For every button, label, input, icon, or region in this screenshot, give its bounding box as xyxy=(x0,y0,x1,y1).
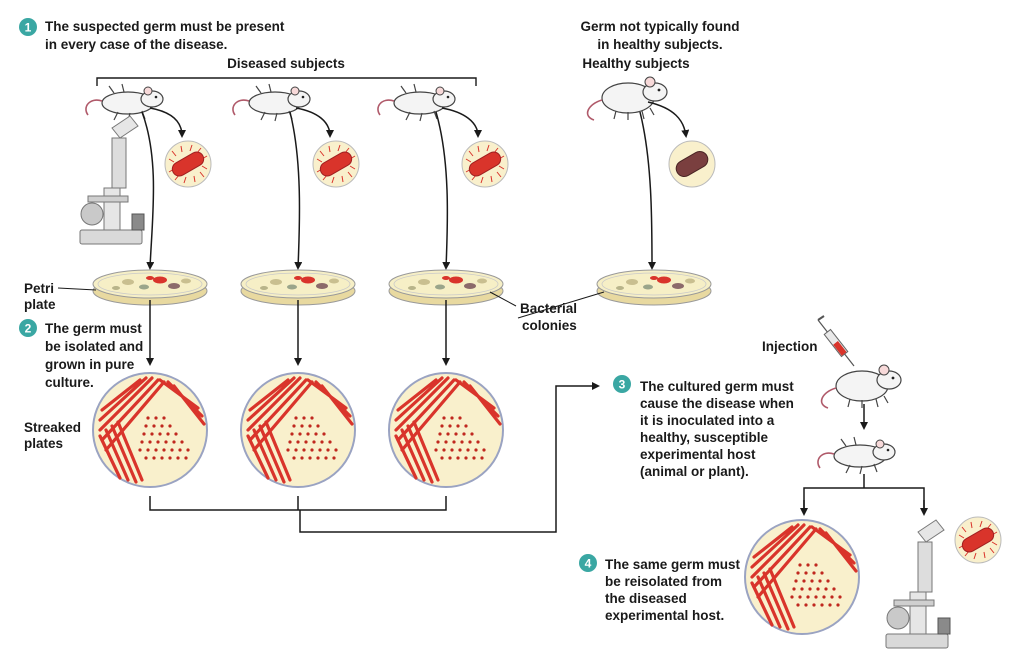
step-4-line-3: the diseased xyxy=(605,591,687,606)
healthy-subjects-label: Healthy subjects xyxy=(582,56,689,71)
step-4-line-1: The same germ must xyxy=(605,557,741,572)
germ-not-found-line-1: Germ not typically found xyxy=(580,19,739,34)
injection-label: Injection xyxy=(762,339,818,354)
step-3-line-5: experimental host xyxy=(640,447,756,462)
step-1: 1 The suspected germ must be present in … xyxy=(19,18,285,52)
step-2-number: 2 xyxy=(25,322,32,336)
microscope-2-icon xyxy=(885,519,951,649)
step-3-line-6: (animal or plant). xyxy=(640,464,749,479)
step-3-line-2: cause the disease when xyxy=(640,396,794,411)
arrows-to-petri xyxy=(141,111,656,270)
germ-inset-healthy-icon xyxy=(668,140,716,188)
germ-inset-1-icon xyxy=(164,140,212,188)
step-4-number: 4 xyxy=(585,557,592,571)
step-3-line-3: it is inoculated into a xyxy=(640,413,775,428)
step-1-number: 1 xyxy=(25,21,32,35)
germ-not-found-line-2: in healthy subjects. xyxy=(597,37,722,52)
petri-plate-2-icon xyxy=(240,269,356,306)
step-3-badge xyxy=(613,375,631,393)
step-1-badge xyxy=(19,18,37,36)
petri-plate-3-icon xyxy=(388,269,504,306)
germ-inset-4-icon xyxy=(954,516,1002,564)
microscope-icon xyxy=(79,115,145,245)
petri-plate-1-icon xyxy=(92,269,208,306)
petri-plate-healthy-icon xyxy=(596,269,712,306)
injected-mouse-icon xyxy=(820,364,902,409)
step-4-line-4: experimental host. xyxy=(605,608,724,623)
step-1-line-1: The suspected germ must be present xyxy=(45,19,285,34)
streaked-label-line-1: Streaked xyxy=(24,420,81,435)
arrows-to-streaked xyxy=(146,300,450,366)
step-2-line-1: The germ must xyxy=(45,321,142,336)
flow-connector xyxy=(149,382,600,533)
streaked-plate-3-icon xyxy=(387,371,505,489)
step-2-line-3: grown in pure xyxy=(45,357,135,372)
petri-label-line-1: Petri xyxy=(24,281,54,296)
step-2-line-2: be isolated and xyxy=(45,339,143,354)
diseased-subjects-label: Diseased subjects xyxy=(227,56,345,71)
step-3: 3 The cultured germ must cause the disea… xyxy=(613,375,794,479)
streaked-label-line-2: plates xyxy=(24,436,63,451)
germ-inset-3-icon xyxy=(461,140,509,188)
petri-label-line-2: plate xyxy=(24,297,56,312)
germ-inset-2-icon xyxy=(312,140,360,188)
diseased-mouse-2-icon xyxy=(232,83,311,122)
step-3-line-4: healthy, susceptible xyxy=(640,430,769,445)
bacterial-label-line-2: colonies xyxy=(522,318,577,333)
split-arrows xyxy=(800,474,928,516)
step-2-badge xyxy=(19,319,37,337)
step-1-line-2: in every case of the disease. xyxy=(45,37,227,52)
colonies-leader-lines xyxy=(489,291,605,319)
arrows-to-insets xyxy=(149,101,690,138)
streaked-plate-2-icon xyxy=(239,371,357,489)
step-2-line-4: culture. xyxy=(45,375,94,390)
diseased-mouse-3-icon xyxy=(377,83,456,122)
diseased-subjects-bracket xyxy=(96,77,477,86)
diseased-mouse-1-icon xyxy=(85,83,164,122)
healthy-mouse-icon xyxy=(586,76,668,121)
reisolated-streaked-plate-icon xyxy=(743,518,861,636)
petri-leader-line xyxy=(57,287,97,291)
diseased-host-mouse-icon xyxy=(817,436,896,475)
step-3-line-1: The cultured germ must xyxy=(640,379,794,394)
step-4-line-2: be reisolated from xyxy=(605,574,722,589)
syringe-icon xyxy=(817,315,855,367)
step-3-number: 3 xyxy=(619,378,626,392)
step-4: 4 The same germ must be reisolated from … xyxy=(579,554,741,623)
step-4-badge xyxy=(579,554,597,572)
step-2: 2 The germ must be isolated and grown in… xyxy=(19,319,143,390)
streaked-plate-1-icon xyxy=(91,371,209,489)
